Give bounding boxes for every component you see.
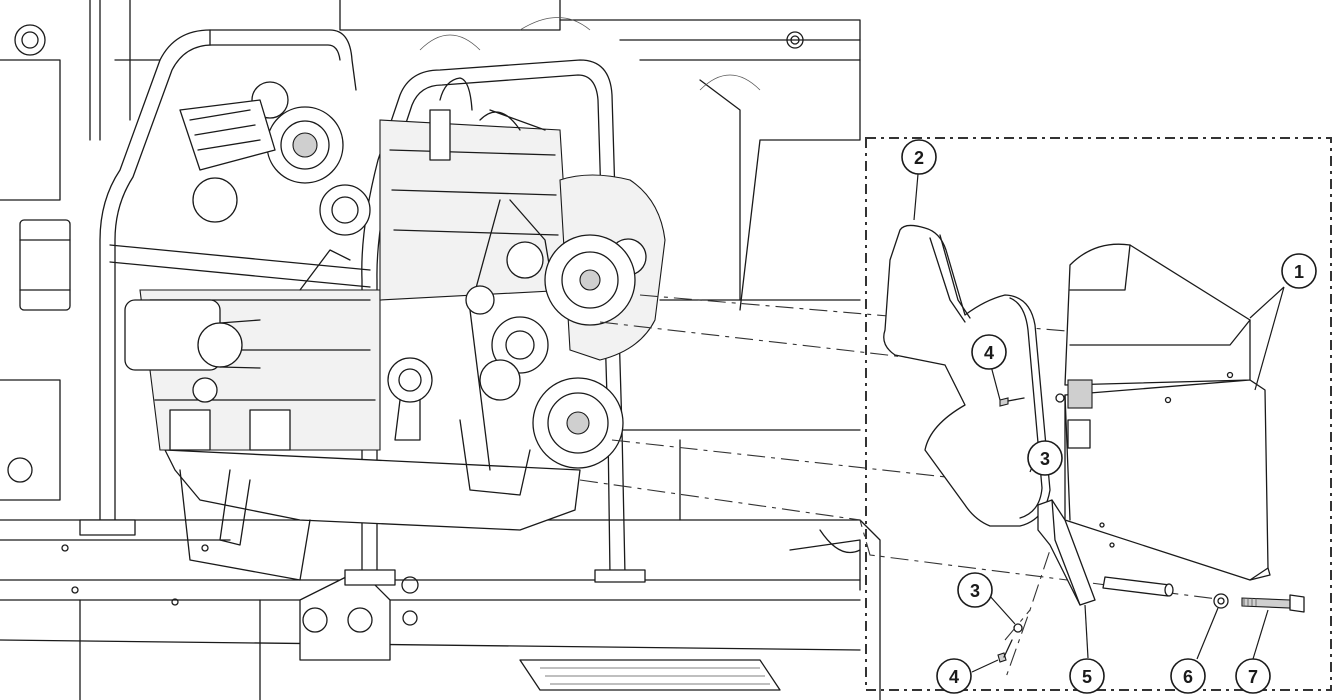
mounting-bracket (1037, 499, 1096, 606)
leader-lines (913, 173, 1285, 673)
callout-5: 5 (1069, 658, 1105, 694)
svg-text:7: 7 (1248, 667, 1258, 687)
belt-guard-plate (883, 224, 1051, 527)
callout-3-lower: 3 (957, 572, 993, 608)
svg-text:1: 1 (1294, 262, 1304, 282)
callout-4-lower: 4 (936, 658, 972, 694)
svg-text:6: 6 (1183, 667, 1193, 687)
svg-text:3: 3 (1040, 449, 1050, 469)
svg-text:4: 4 (984, 343, 994, 363)
callout-1: 1 (1281, 253, 1317, 289)
callout-3-upper: 3 (1027, 440, 1063, 476)
callout-7: 7 (1235, 658, 1271, 694)
callout-2: 2 (901, 139, 937, 175)
callout-4-upper: 4 (971, 334, 1007, 370)
kit-boundary (865, 137, 1332, 691)
machine-frame (0, 0, 881, 700)
bolt-assembly (1102, 576, 1305, 613)
hardware (997, 393, 1065, 663)
svg-text:2: 2 (914, 148, 924, 168)
svg-text:3: 3 (970, 581, 980, 601)
roll-cage (79, 29, 646, 586)
svg-text:4: 4 (949, 667, 959, 687)
engine (124, 77, 666, 581)
svg-text:5: 5 (1082, 667, 1092, 687)
belt-guard-housing (1064, 243, 1271, 581)
callout-6: 6 (1170, 658, 1206, 694)
